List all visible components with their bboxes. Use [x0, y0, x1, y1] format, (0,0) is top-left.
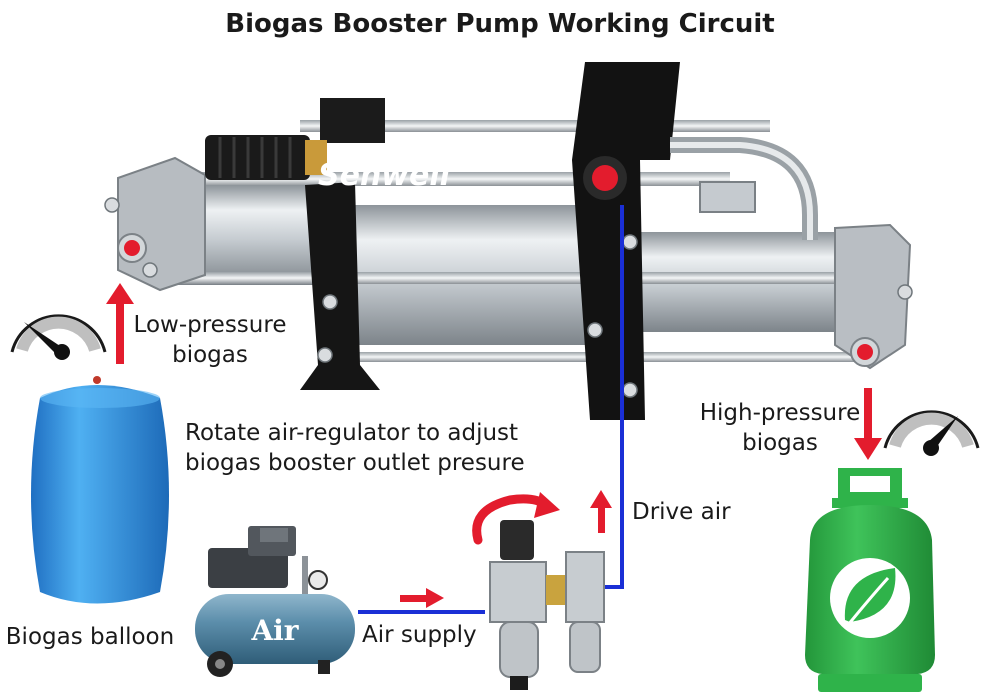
low-pressure-label-line1: Low-pressure — [133, 312, 287, 338]
drive-air-label: Drive air — [632, 499, 731, 525]
low-pressure-label: Low-pressure biogas — [125, 310, 295, 370]
high-pressure-label-line2: biogas — [742, 430, 818, 456]
low-pressure-label-line2: biogas — [172, 342, 248, 368]
booster-pump — [104, 62, 913, 420]
air-supply-arrow — [400, 588, 444, 608]
outlet-port-cap — [857, 344, 873, 360]
pipe-highlight — [670, 142, 813, 240]
biogas-balloon-label: Biogas balloon — [5, 624, 175, 650]
left-end-block — [117, 156, 206, 292]
regulator-instruction: Rotate air-regulator to adjust biogas bo… — [185, 418, 565, 478]
biogas-balloon — [31, 376, 169, 604]
right-end-block — [834, 223, 912, 370]
left-frame — [300, 182, 380, 390]
flow-arrows — [106, 283, 882, 608]
high-pressure-label-line1: High-pressure — [699, 400, 861, 426]
muffler-filter — [205, 135, 310, 180]
brand-watermark: Senwell — [318, 158, 451, 193]
leaf-icon — [830, 558, 910, 638]
high-pressure-label: High-pressure biogas — [680, 398, 880, 458]
regulator-instruction-line1: Rotate air-regulator to adjust — [185, 420, 519, 446]
drive-air-port-cap — [592, 165, 618, 191]
regulator-instruction-line2: biogas booster outlet presure — [185, 450, 525, 476]
high-pressure-arrow — [854, 388, 882, 460]
compressor-label: Air — [250, 614, 299, 647]
inlet-port-cap — [124, 240, 140, 256]
brass-fitting — [305, 140, 327, 175]
pipe-fitting — [699, 181, 756, 213]
air-compressor: Air — [195, 526, 355, 677]
pressure-gauge-icon — [883, 410, 980, 456]
pump-rod — [175, 272, 865, 284]
air-supply-label: Air supply — [362, 622, 477, 648]
low-pressure-arrow — [106, 283, 134, 364]
air-valve-block — [320, 98, 385, 143]
rotate-arrow-icon — [472, 492, 560, 545]
air-regulator — [489, 520, 605, 690]
diagram-title: Biogas Booster Pump Working Circuit — [225, 9, 775, 39]
drive-air-arrow — [590, 490, 612, 533]
pressure-gauge-icon — [10, 314, 107, 360]
